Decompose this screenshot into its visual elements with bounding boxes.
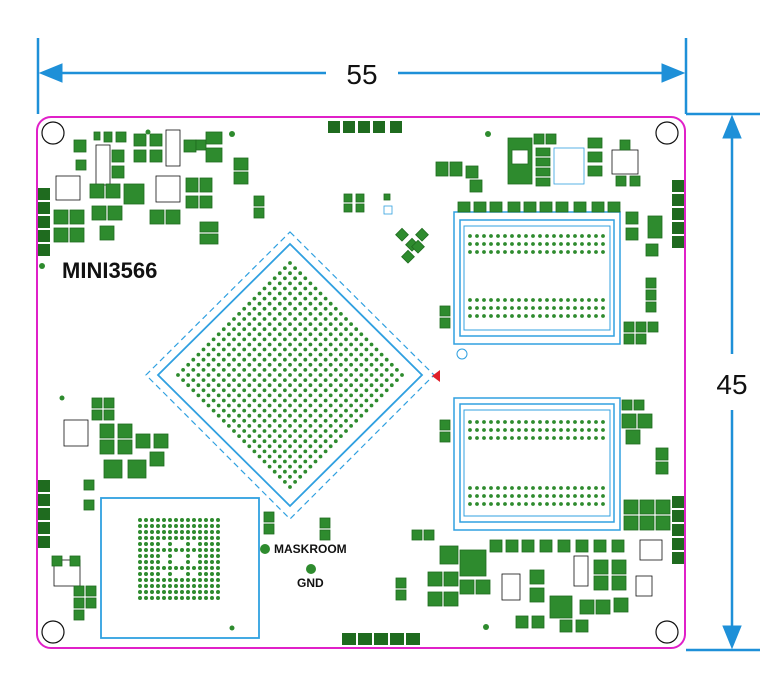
component-cluster-bottom-right (395, 399, 671, 633)
height-dimension (686, 112, 760, 652)
edge-connector-right (672, 180, 684, 564)
soc-package (145, 231, 440, 520)
fiducial-dots (39, 129, 491, 630)
component-cluster-bottom-left (51, 555, 97, 621)
memory-package-bottom-left (100, 497, 260, 639)
mounting-hole-top-left (41, 121, 65, 145)
component-cluster-top-right (435, 133, 663, 345)
component-cluster-left-middle (63, 397, 169, 511)
edge-connector-left (38, 188, 50, 548)
edge-connector-bottom (342, 633, 420, 645)
mounting-holes (41, 121, 679, 644)
component-cluster-top-left (53, 129, 265, 245)
edge-connector-top (328, 121, 402, 133)
ddr-chip-top (453, 211, 621, 360)
maskroom-pad[interactable] (260, 544, 270, 554)
pin1-marker-icon (432, 370, 440, 382)
width-dimension-label: 55 (346, 59, 377, 90)
ddr-chip-bottom (453, 397, 621, 531)
board-model-label: MINI3566 (62, 258, 157, 283)
maskroom-label: MASKROOM (274, 542, 347, 556)
test-pads (263, 511, 331, 541)
height-dimension-label: 45 (716, 369, 747, 400)
board-outline (36, 116, 686, 649)
component-cluster-center-top (343, 193, 393, 215)
mounting-hole-bottom-left (41, 620, 65, 644)
gnd-label: GND (297, 576, 324, 590)
gnd-pad[interactable] (306, 564, 316, 574)
component-cluster-center-diagonal (395, 227, 429, 264)
mounting-hole-top-right (655, 121, 679, 145)
width-dimension (36, 38, 688, 114)
mounting-hole-bottom-right (655, 620, 679, 644)
